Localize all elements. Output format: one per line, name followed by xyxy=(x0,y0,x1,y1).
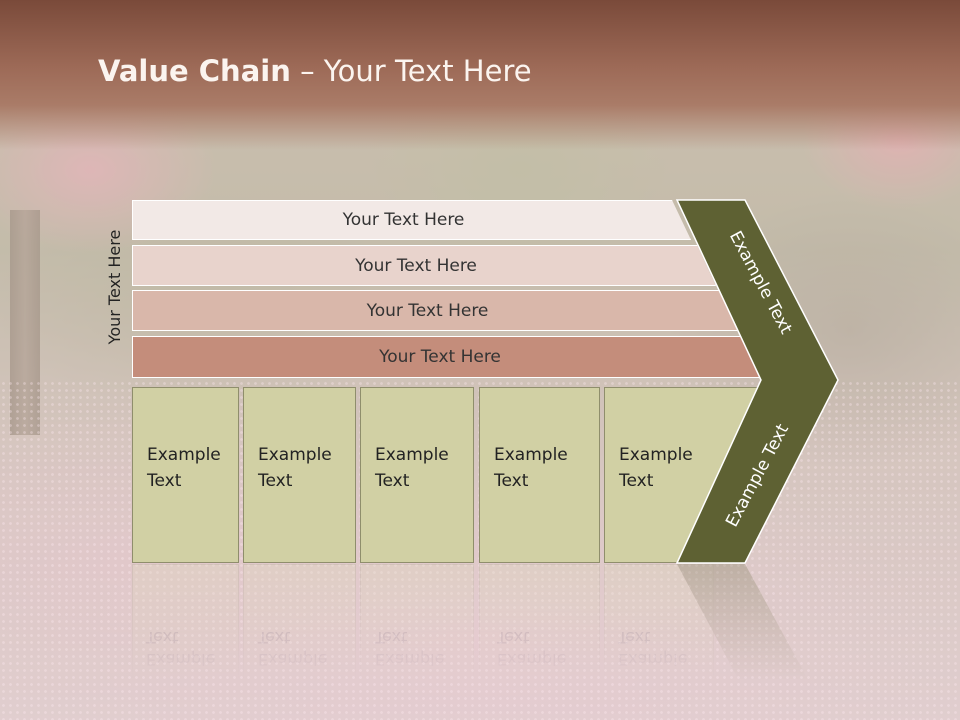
primary-activity-box-1[interactable]: Example Text xyxy=(132,387,239,563)
primary-activity-box-4[interactable]: Example Text xyxy=(479,387,600,563)
box-text-line1: Example xyxy=(258,445,332,465)
support-bar-label: Your Text Here xyxy=(366,300,489,321)
reflection-chevron xyxy=(677,564,830,720)
box-text-line2: Text xyxy=(375,471,410,491)
support-bar-4[interactable]: Your Text Here xyxy=(132,336,764,378)
tree-trunk xyxy=(10,210,40,435)
support-bar-label: Your Text Here xyxy=(379,347,501,367)
reflection-box xyxy=(604,564,714,694)
title-bold: Value Chain xyxy=(98,54,291,88)
box-text-line2: Text xyxy=(494,471,529,491)
vertical-label[interactable]: Your Text Here xyxy=(105,229,124,345)
reflection-chevron-shape xyxy=(677,564,830,720)
support-bar-1[interactable]: Your Text Here xyxy=(132,200,691,240)
support-bar-2[interactable]: Your Text Here xyxy=(132,245,716,286)
box-text-line1: Example xyxy=(494,445,568,465)
support-bar-label: Your Text Here xyxy=(342,210,465,230)
primary-activity-box-2[interactable]: Example Text xyxy=(243,387,356,563)
box-text-line1: Example xyxy=(375,445,449,465)
box-text-line2: Text xyxy=(619,471,654,491)
reflection-box xyxy=(243,564,356,694)
box-text-line1: Example xyxy=(619,445,693,465)
title-rest: – Your Text Here xyxy=(290,54,532,88)
support-bar-label: Your Text Here xyxy=(355,255,477,276)
reflection-box xyxy=(360,564,474,694)
reflection-box xyxy=(132,564,239,694)
primary-activity-box-3[interactable]: Example Text xyxy=(360,387,474,563)
reflection-box xyxy=(479,564,600,694)
slide-title[interactable]: Value Chain – Your Text Here xyxy=(98,54,532,94)
support-bar-3[interactable]: Your Text Here xyxy=(132,290,739,331)
box-text-line2: Text xyxy=(258,471,293,491)
box-text-line2: Text xyxy=(147,471,182,491)
title-band xyxy=(0,0,960,150)
box-text-line1: Example xyxy=(147,445,221,465)
